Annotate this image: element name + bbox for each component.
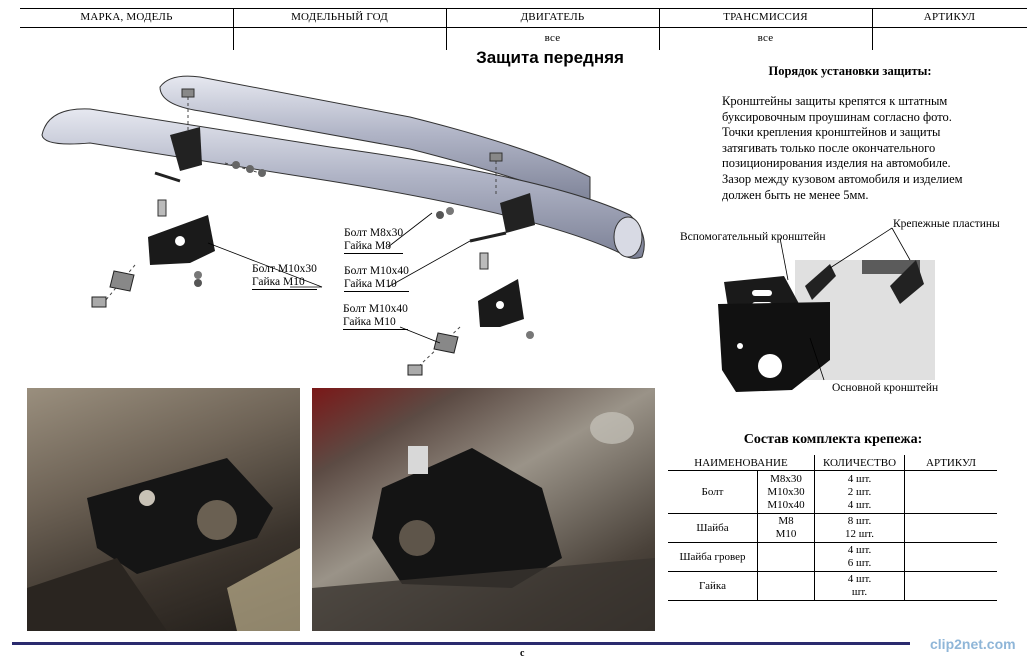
kit-item-article: [904, 542, 997, 572]
kit-item-qty: 4 шт.: [847, 498, 872, 511]
footer-bar: [12, 642, 910, 645]
kit-item-qty: 4 шт.: [847, 544, 872, 556]
watermark-text: clip2net.com: [930, 636, 1016, 652]
kit-item-name: Шайба: [668, 513, 758, 543]
kit-item-qty: 4 шт.: [847, 573, 872, 585]
label-bolt-m8: Болт М8х30 Гайка М8: [344, 227, 404, 254]
right-bracket-assembly: [407, 152, 535, 376]
kit-item-name: Болт: [668, 470, 758, 514]
header-article: АРТИКУЛ: [923, 11, 976, 23]
kit-item-qty: 2 шт.: [847, 485, 872, 498]
bracket-illustration: [718, 227, 935, 392]
exploded-diagram: [41, 75, 645, 376]
install-photo-1: [27, 388, 300, 631]
header-table: МАРКА, МОДЕЛЬ МОДЕЛЬНЫЙ ГОД ДВИГАТЕЛЬ ТР…: [20, 8, 1027, 50]
left-bracket-assembly: [91, 88, 266, 308]
kit-item-name: Шайба гровер: [668, 542, 758, 572]
label-mounting-plates: Крепежные пластины: [893, 218, 1000, 230]
rear-tube: [159, 75, 591, 206]
table-row: Болт М8х30 М10х30 М10х40 4 шт. 2 шт. 4 ш…: [668, 470, 997, 514]
label-bolt-m10x40-lower: Болт М10х40 Гайка М10: [343, 303, 408, 330]
kit-table: НАИМЕНОВАНИЕ КОЛИЧЕСТВО АРТИКУЛ Болт М8х…: [668, 455, 997, 601]
kit-item-qty: 8 шт.: [847, 515, 872, 527]
kit-item-size: М8: [778, 515, 794, 527]
kit-item-article: [904, 513, 997, 543]
page-number: c: [520, 648, 525, 659]
kit-item-size: М10х40: [767, 498, 805, 511]
instructions-title: Порядок установки защиты:: [768, 64, 932, 78]
header-transmission: ТРАНСМИССИЯ: [723, 11, 808, 23]
kit-item-size: М8х30: [770, 472, 802, 485]
label-bolt-m10x40-upper: Болт М10х40 Гайка М10: [344, 265, 409, 292]
engine-value: все: [544, 32, 561, 44]
main-bracket: [718, 302, 830, 392]
kit-item-size: М10: [775, 528, 797, 540]
label-aux-bracket: Вспомогательный кронштейн: [680, 231, 826, 243]
kit-item-qty: 12 шт.: [845, 528, 874, 540]
mounting-plate-1: [805, 264, 836, 300]
transmission-value: все: [757, 32, 774, 44]
kit-title: Состав комплекта крепежа:: [743, 432, 923, 447]
header-model-year: МОДЕЛЬНЫЙ ГОД: [291, 11, 388, 23]
kit-header-name: НАИМЕНОВАНИЕ: [668, 455, 815, 471]
kit-item-size: М10х30: [767, 485, 805, 498]
kit-item-qty: 4 шт.: [847, 472, 872, 485]
instructions-text: Кронштейны защиты крепятся к штатным бук…: [722, 94, 963, 202]
kit-item-article: [904, 571, 997, 601]
kit-item-qty: 6 шт.: [847, 557, 872, 569]
page-title: Защита передняя: [476, 48, 624, 67]
kit-item-article: [904, 470, 997, 514]
table-row: Шайба М8 М10 8 шт. 12 шт.: [668, 513, 997, 543]
kit-header-qty: КОЛИЧЕСТВО: [814, 455, 905, 471]
label-main-bracket: Основной кронштейн: [832, 382, 939, 394]
kit-item-qty: шт.: [851, 586, 868, 598]
install-photo-2: [312, 388, 655, 631]
label-bolt-m10x30: Болт М10х30 Гайка М10: [252, 263, 317, 290]
header-engine: ДВИГАТЕЛЬ: [520, 11, 585, 23]
table-row: Гайка 4 шт. шт.: [668, 571, 997, 601]
kit-header-article: АРТИКУЛ: [904, 455, 997, 471]
header-brand: МАРКА, МОДЕЛЬ: [80, 11, 173, 23]
kit-item-name: Гайка: [668, 571, 758, 601]
table-row: Шайба гровер 4 шт. 6 шт.: [668, 542, 997, 572]
